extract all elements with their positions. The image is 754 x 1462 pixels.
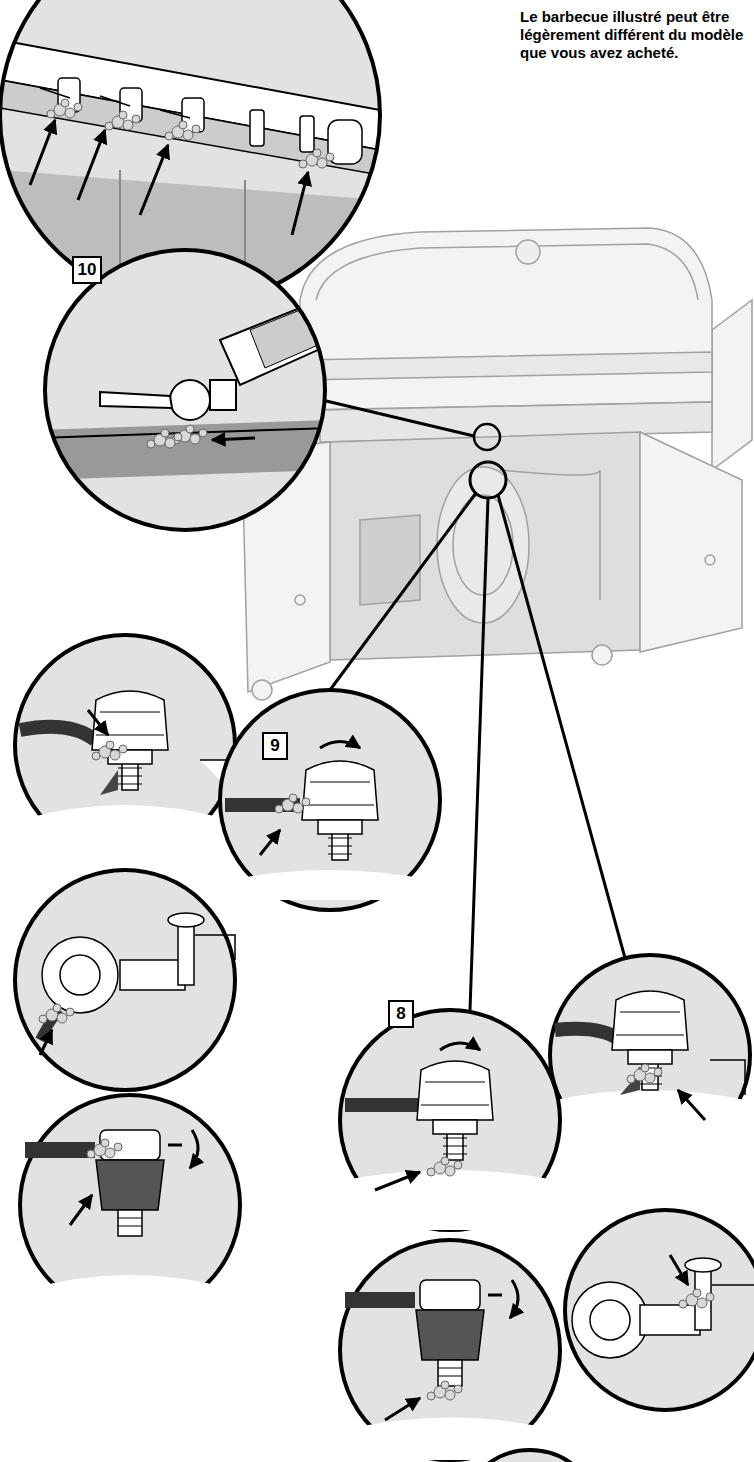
note-text: Le barbecue illustré peut être légèremen…	[520, 8, 752, 62]
grill-drawing	[232, 228, 752, 700]
callout-number: 8	[388, 1000, 414, 1028]
magnified-regulator	[20, 1095, 240, 1320]
magnified-regulator	[15, 635, 240, 860]
magnified-regulator	[15, 870, 235, 1090]
magnified-regulator	[340, 1240, 600, 1462]
magnified-valve	[40, 250, 340, 530]
callout-number: 9	[262, 732, 288, 760]
callout-text: 10	[78, 260, 97, 280]
callout-number: 10	[72, 256, 102, 284]
callout-text: 9	[270, 736, 279, 756]
callout-text: 8	[396, 1004, 405, 1024]
magnified-regulator	[340, 1010, 560, 1230]
magnified-regulator	[565, 1210, 754, 1410]
magnified-regulator	[220, 690, 440, 910]
magnified-regulator	[550, 955, 750, 1160]
